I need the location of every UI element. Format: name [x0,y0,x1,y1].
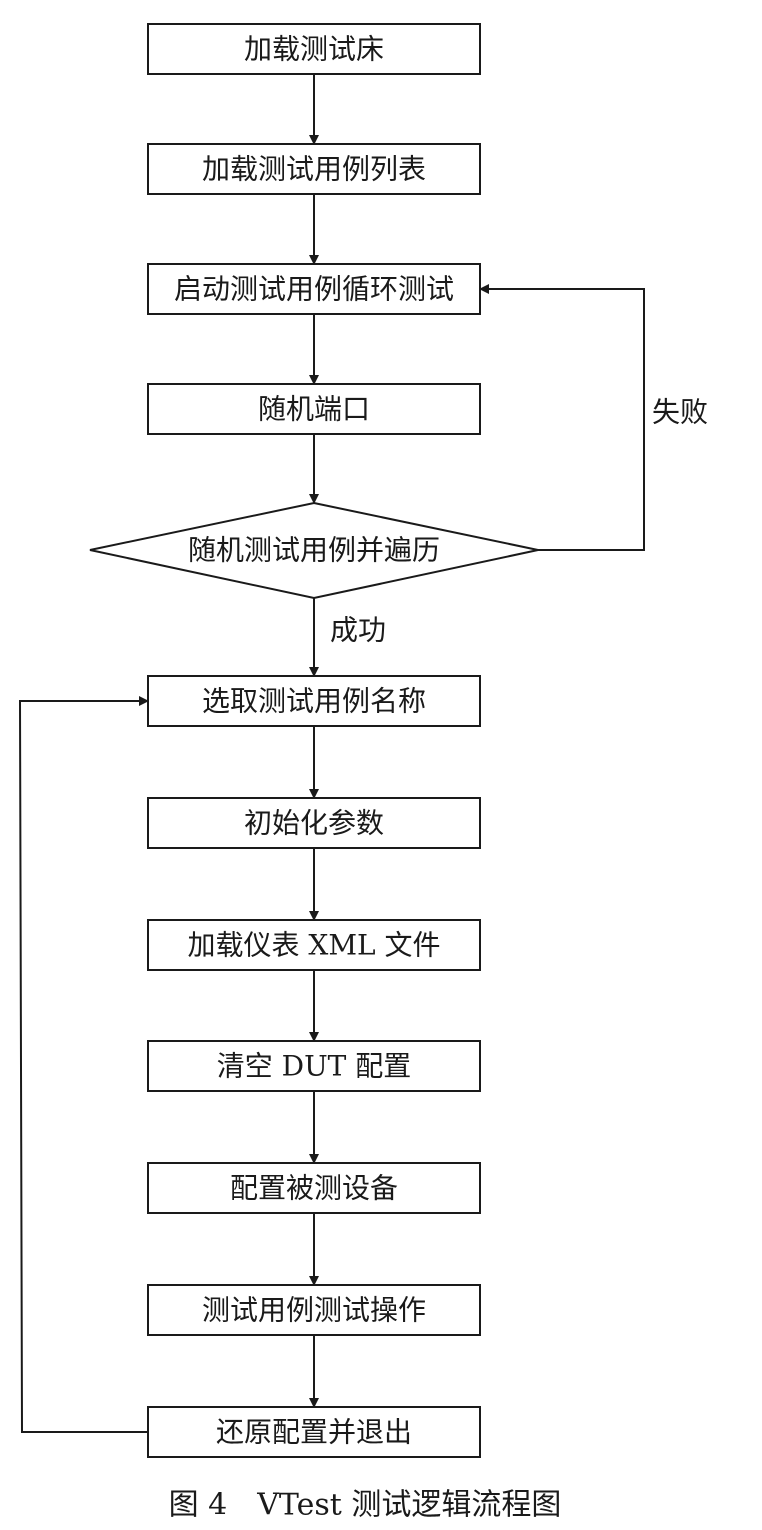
node-select-case-name: 选取测试用例名称 [147,675,481,727]
node-random-port: 随机端口 [147,383,481,435]
node-start-loop: 启动测试用例循环测试 [147,263,481,315]
node-label: 随机端口 [258,393,370,426]
node-label: 启动测试用例循环测试 [174,273,454,306]
figure-caption: 图 4 VTest 测试逻辑流程图 [169,1488,562,1523]
node-label: 配置被测设备 [230,1172,398,1205]
node-label: 加载仪表 XML 文件 [188,929,441,962]
node-configure-dut: 配置被测设备 [147,1162,481,1214]
arrow-decision-fail-loop [479,284,645,551]
success-label: 成功 [330,614,386,647]
node-label: 随机测试用例并遍历 [188,534,440,567]
node-label: 加载测试床 [244,33,384,66]
node-random-traverse-decision: 随机测试用例并遍历 [89,501,539,600]
node-init-params: 初始化参数 [147,797,481,849]
node-restore-and-exit: 还原配置并退出 [147,1406,481,1458]
node-label: 加载测试用例列表 [202,153,426,186]
node-test-case-operation: 测试用例测试操作 [147,1284,481,1336]
node-load-testbed: 加载测试床 [147,23,481,75]
node-load-instrument-xml: 加载仪表 XML 文件 [147,919,481,971]
node-label: 还原配置并退出 [216,1416,412,1449]
node-load-case-list: 加载测试用例列表 [147,143,481,195]
node-clear-dut-config: 清空 DUT 配置 [147,1040,481,1092]
node-label: 测试用例测试操作 [202,1294,426,1327]
fail-label: 失败 [652,396,708,429]
node-label: 清空 DUT 配置 [217,1050,412,1083]
node-label: 选取测试用例名称 [202,685,426,718]
node-label: 初始化参数 [244,807,384,840]
arrow-restore-to-select-loop [18,696,149,1433]
